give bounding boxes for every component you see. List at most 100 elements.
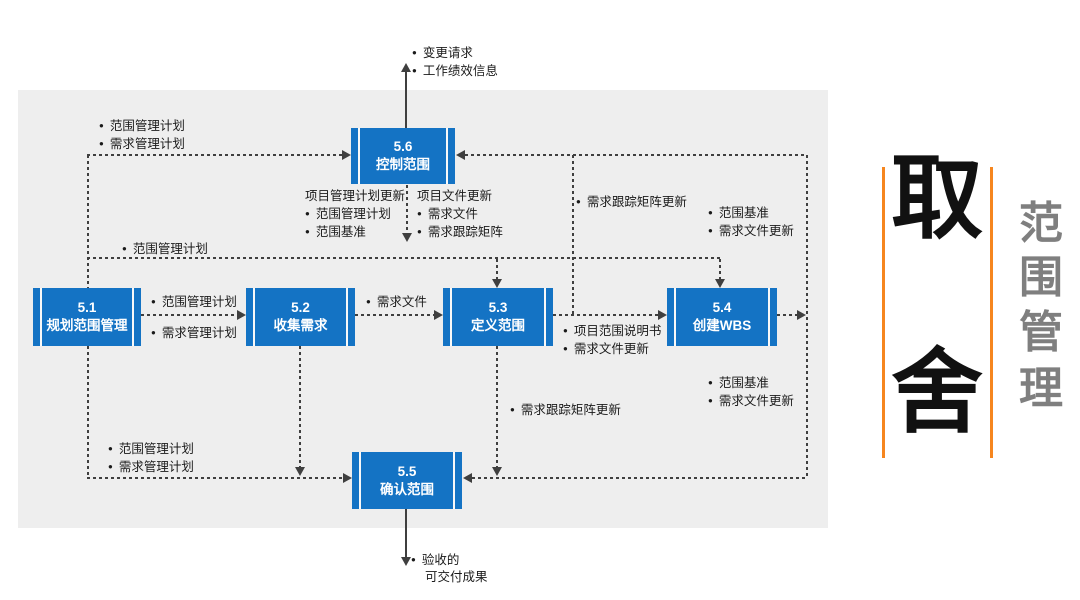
label-baseline-to-56: 范围基准 需求文件更新 — [708, 204, 794, 240]
label-line: 需求文件更新 — [708, 392, 794, 410]
arrowhead-into-53 — [434, 310, 443, 320]
connector-53-down — [496, 346, 498, 468]
process-box-5-1: 5.1 规划范围管理 — [33, 288, 141, 346]
label-line: 范围基准 — [305, 223, 405, 241]
arrowhead-56-output-down — [402, 233, 412, 242]
connector-54-to-riser — [777, 314, 798, 316]
process-name: 控制范围 — [376, 157, 430, 172]
process-box-5-4: 5.4 创建WBS — [667, 288, 777, 346]
label-line: 需求文件 — [366, 293, 427, 311]
vertical-title-char-1: 范 — [1019, 199, 1063, 248]
label-line: 范围管理计划 — [305, 205, 405, 223]
label-line: 需求管理计划 — [151, 324, 237, 342]
connector-53-junction-riser — [572, 155, 574, 315]
connector-bottom-to-55-right — [472, 477, 807, 479]
arrowhead-into-56-right — [456, 150, 465, 160]
arrow-55-output-down-line — [405, 509, 407, 559]
label-line: 需求跟踪矩阵更新 — [510, 401, 621, 419]
label-heading: 项目管理计划更新 — [305, 189, 406, 203]
label-line: 需求跟踪矩阵 — [417, 223, 503, 241]
big-char-take: 取 — [890, 144, 983, 252]
label-scope-statement: 项目范围说明书 需求文件更新 — [563, 322, 662, 358]
label-top-left-plans: 范围管理计划 需求管理计划 — [99, 117, 185, 153]
process-id: 5.1 — [77, 300, 97, 316]
vertical-title-char-2: 围 — [1019, 253, 1063, 302]
label-req-matrix-update-top: 需求跟踪矩阵更新 — [576, 193, 687, 211]
arrowhead-53-down — [492, 467, 502, 476]
label-line: 需求跟踪矩阵更新 — [576, 193, 687, 211]
label-heading: 项目文件更新 — [417, 189, 493, 203]
process-id: 5.2 — [291, 300, 310, 316]
arrowhead-54-to-riser — [797, 310, 806, 320]
vertical-title-char-4: 理 — [1019, 364, 1063, 413]
arrowhead-into-56-left — [342, 150, 351, 160]
arrowhead-55-output-down — [401, 557, 411, 566]
label-line: 范围管理计划 — [151, 293, 237, 311]
arrowhead-into-54-top — [715, 279, 725, 288]
label-line: 工作绩效信息 — [412, 62, 498, 80]
arrowhead-into-55-left — [343, 473, 352, 483]
label-line: 项目范围说明书 — [563, 322, 662, 340]
connector-52-down — [299, 346, 301, 468]
process-name: 规划范围管理 — [46, 318, 128, 333]
arrowhead-52-down — [295, 467, 305, 476]
process-box-5-2: 5.2 收集需求 — [246, 288, 355, 346]
label-line: 需求文件更新 — [708, 222, 794, 240]
arrowhead-56-output-up — [401, 63, 411, 72]
process-name: 定义范围 — [471, 318, 525, 333]
label-line: 需求文件更新 — [563, 340, 661, 358]
connector-bottom-to-55-left — [87, 477, 343, 479]
label-change-requests: 变更请求 工作绩效信息 — [412, 44, 498, 80]
process-id: 5.6 — [393, 139, 413, 155]
process-id: 5.3 — [488, 300, 508, 316]
label-project-doc-updates: 项目文件更新 需求文件 需求跟踪矩阵 — [417, 188, 503, 241]
arrowhead-into-53-top — [492, 279, 502, 288]
label-plan-51-52-bottom: 需求管理计划 — [151, 324, 237, 342]
label-baseline-to-55: 范围基准 需求文件更新 — [708, 374, 794, 410]
label-line: 验收的 — [411, 551, 488, 569]
label-req-matrix-update-mid: 需求跟踪矩阵更新 — [510, 401, 621, 419]
process-box-5-3: 5.3 定义范围 — [443, 288, 553, 346]
arrow-56-output-up-line — [405, 71, 407, 128]
big-char-give-up: 舍 — [890, 338, 983, 446]
label-line: 可交付成果 — [425, 570, 488, 584]
label-line: 需求文件 — [417, 205, 503, 223]
label-line: 变更请求 — [412, 44, 498, 62]
process-id: 5.5 — [397, 463, 417, 479]
process-name: 确认范围 — [380, 481, 434, 497]
connector-51-to-56-horizontal — [87, 154, 342, 156]
process-name: 收集需求 — [273, 318, 328, 333]
process-id: 5.4 — [712, 300, 732, 316]
arrowhead-into-52 — [237, 310, 246, 320]
connector-right-riser — [806, 155, 808, 478]
label-accepted-deliverables: 验收的 可交付成果 — [411, 551, 488, 586]
arrowhead-into-55-right — [463, 473, 472, 483]
connector-53-to-54 — [553, 314, 658, 316]
label-pm-plan-updates: 项目管理计划更新 范围管理计划 范围基准 — [305, 188, 405, 241]
label-line: 范围基准 — [708, 204, 794, 222]
label-req-docs: 需求文件 — [366, 293, 427, 311]
connector-51-down — [87, 346, 89, 478]
connector-51-riser-left — [87, 155, 89, 288]
connector-52-to-53 — [355, 314, 434, 316]
connector-into-53-top — [496, 259, 498, 280]
vertical-title-char-3: 管 — [1019, 308, 1063, 357]
side-accent-line-right — [990, 167, 993, 458]
connector-right-to-56-horizontal — [465, 154, 806, 156]
process-box-5-5: 5.5 确认范围 — [352, 452, 462, 509]
label-line: 范围管理计划 — [99, 117, 185, 135]
connector-into-54-top — [719, 259, 721, 280]
connector-51-to-52 — [141, 314, 237, 316]
arrowhead-into-54 — [658, 310, 667, 320]
label-line: 需求管理计划 — [108, 458, 194, 476]
connector-56-output-down — [406, 185, 408, 233]
label-line: 范围基准 — [708, 374, 794, 392]
process-box-5-6: 5.6 控制范围 — [351, 128, 455, 184]
connector-scope-plan-horizontal — [87, 257, 720, 259]
label-line: 范围管理计划 — [122, 240, 208, 258]
side-accent-line-left — [882, 167, 885, 458]
label-line: 范围管理计划 — [108, 440, 194, 458]
label-bottom-left-plans: 范围管理计划 需求管理计划 — [108, 440, 194, 476]
label-line: 需求管理计划 — [99, 135, 185, 153]
